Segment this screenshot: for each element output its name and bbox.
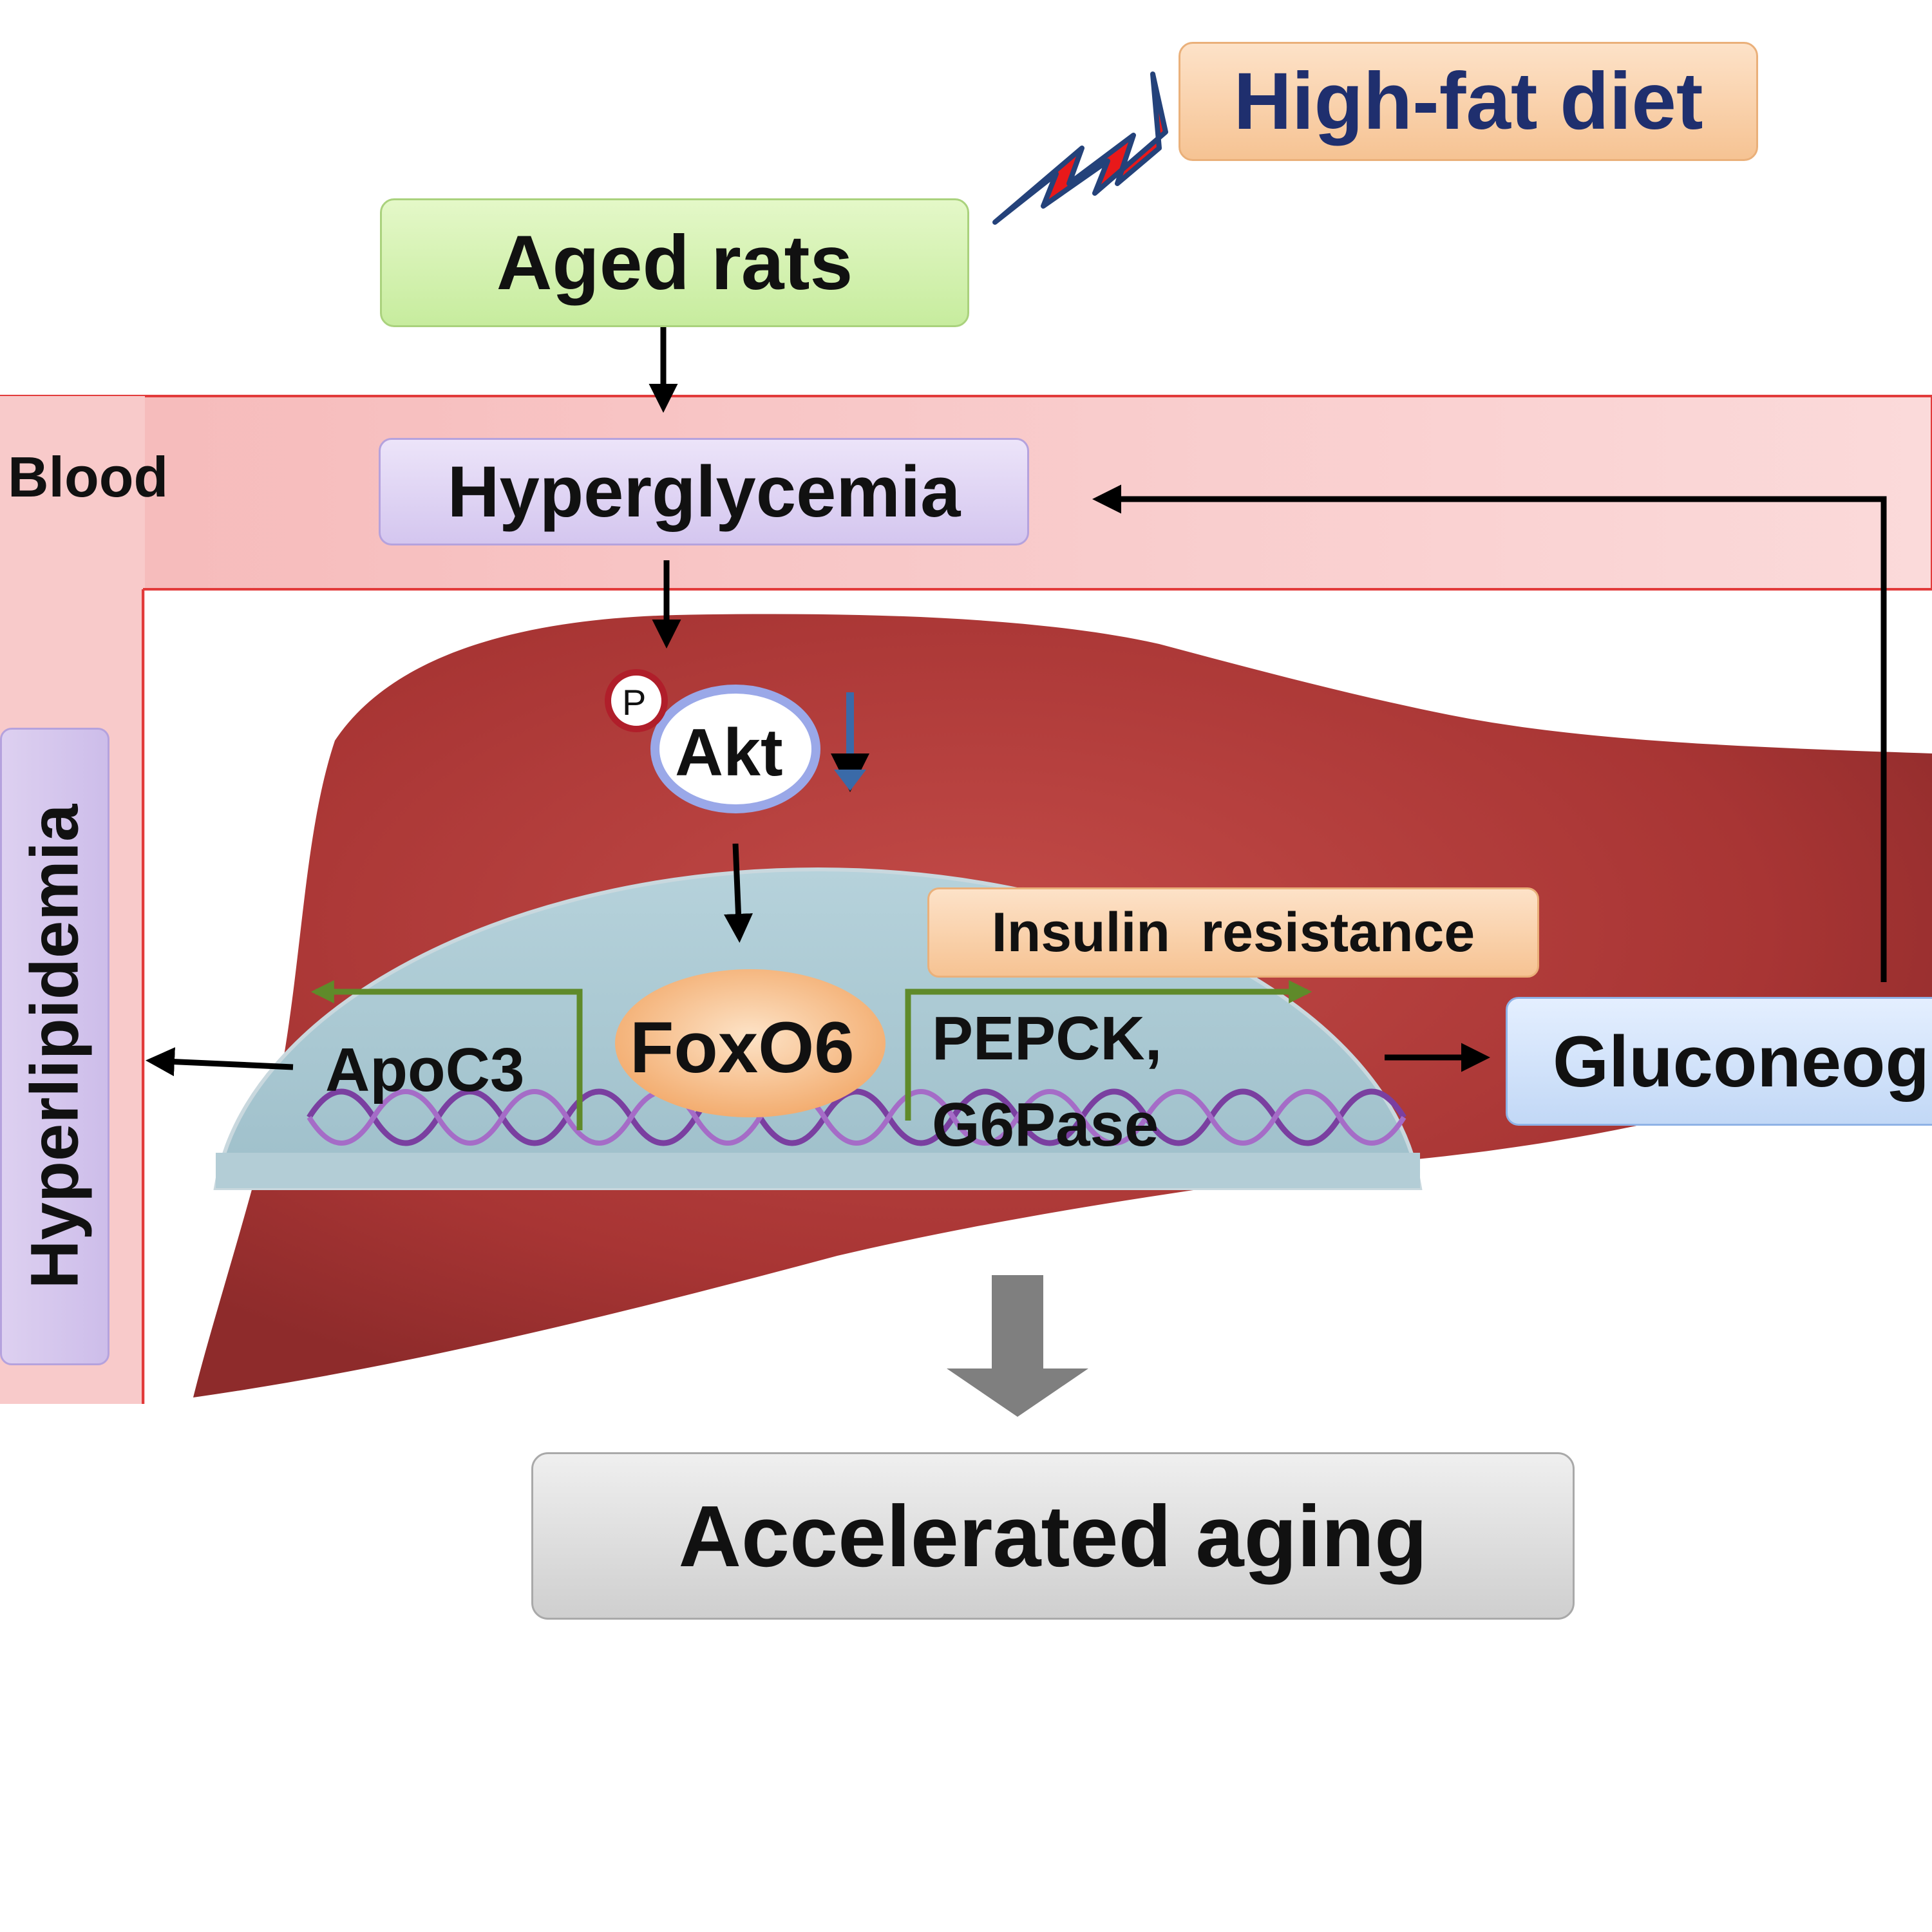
high-fat-diet-label: High-fat diet (1233, 57, 1703, 146)
phospho-circle (605, 669, 668, 732)
dna-strand-2 (307, 1089, 1406, 1146)
nucleus-base (216, 1153, 1420, 1188)
akt-label: Akt (675, 715, 783, 790)
akt-decrease-arrowhead (834, 770, 866, 791)
aging-down-arrow-icon (947, 1275, 1088, 1417)
promoter-arrow-pepck (905, 980, 1312, 1121)
arrow-akt-to-foxo6 (724, 843, 753, 943)
akt-ellipse (650, 685, 820, 813)
aged-rats-box: Aged rats (380, 198, 969, 327)
hyperglycemia-box: Hyperglycemia (379, 438, 1029, 545)
hyperlipidemia-label: Hyperlipidemia (17, 804, 92, 1289)
gluconeogenesis-label: Gluconeog (1553, 1021, 1929, 1102)
insulin-resistance-box: Insulin resistance (927, 887, 1539, 978)
blood-label: Blood (8, 445, 169, 509)
high-fat-diet-box: High-fat diet (1179, 42, 1758, 161)
apoc3-label: ApoC3 (325, 1036, 525, 1104)
promoter-arrow-apoc3 (310, 980, 583, 1130)
foxo6-label: FoxO6 (630, 1007, 855, 1088)
hyperlipidemia-box: Hyperlipidemia (0, 728, 109, 1365)
lightning-bolt-icon (992, 71, 1168, 225)
pepck-label: PEPCK, (932, 1004, 1162, 1073)
hyperglycemia-label: Hyperglycemia (447, 451, 961, 532)
gluconeogenesis-box: Gluconeog (1506, 997, 1932, 1126)
phospho-label: P (622, 682, 647, 723)
accelerated-aging-label: Accelerated aging (678, 1487, 1428, 1585)
g6pase-label: G6Pase (932, 1090, 1159, 1159)
foxo6-ellipse (615, 969, 886, 1117)
insulin-resistance-label: Insulin resistance (991, 901, 1475, 963)
arrow-gluconeogenesis-feedback (1092, 484, 1887, 982)
dna-strand-1 (307, 1088, 1406, 1146)
arrow-apoc3-to-hyperlipidemia (146, 1047, 294, 1077)
accelerated-aging-box: Accelerated aging (531, 1452, 1575, 1620)
aged-rats-label: Aged rats (496, 220, 853, 306)
